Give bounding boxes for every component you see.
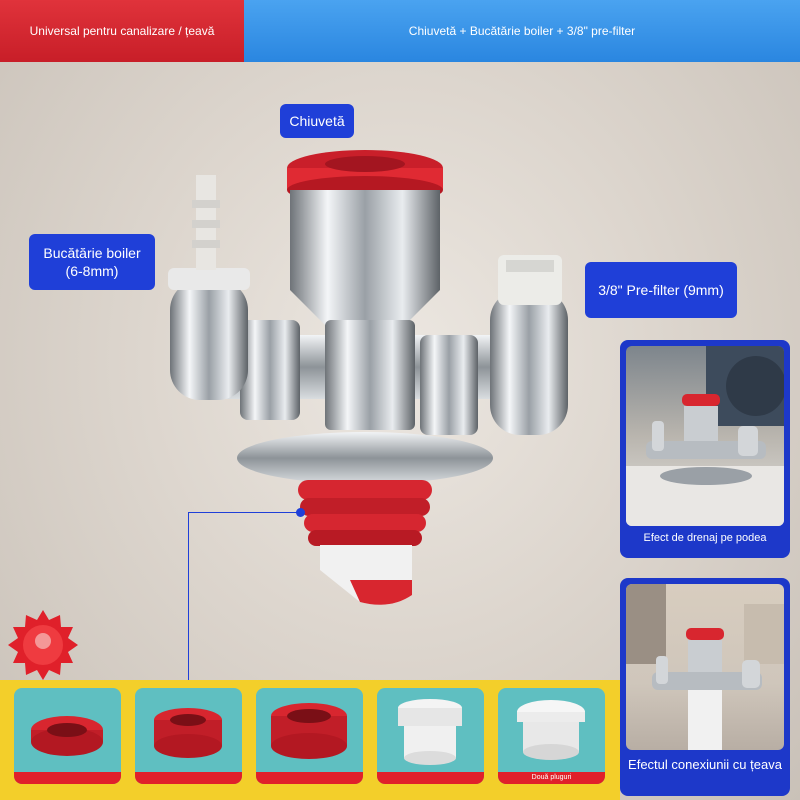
prefilter-callout-label: 3/8" Pre-filter (9mm): [598, 282, 724, 298]
pipe-connection-illustration: [626, 584, 784, 750]
compatibility-banner-label: Chiuvetă + Bucătărie boiler + 3/8" pre-f…: [408, 24, 636, 38]
sink-callout: Chiuvetă: [280, 104, 354, 138]
compatibility-banner: Chiuvetă + Bucătărie boiler + 3/8" pre-f…: [244, 0, 800, 62]
universal-tag-label: Universal pentru canalizare / țeavă: [29, 24, 215, 38]
accessory-tile-adapter: [377, 688, 484, 784]
floor-drain-card: Efect de drenaj pe podea: [620, 340, 790, 558]
boiler-callout: Bucătărie boiler (6-8mm): [29, 234, 155, 290]
accessory-tile-plugs: Două pluguri: [498, 688, 605, 784]
accessory-caption: [14, 772, 121, 784]
accessory-tile-large-gasket: [256, 688, 363, 784]
header-bar: Universal pentru canalizare / țeavă Chiu…: [0, 0, 800, 62]
gasket-leader-line-vertical: [188, 512, 189, 708]
accessory-caption: [135, 772, 242, 784]
medium-gasket-icon: [154, 708, 222, 758]
pipe-connection-photo: [626, 584, 784, 750]
prefilter-callout: 3/8" Pre-filter (9mm): [585, 262, 737, 318]
accessory-tile-medium-gasket: [135, 688, 242, 784]
gasket-leader-line: [188, 512, 300, 513]
valve-product-image: [168, 150, 568, 605]
universal-tag: Universal pentru canalizare / țeavă: [0, 0, 244, 62]
floor-drain-photo: [626, 346, 784, 526]
large-gasket-icon: [271, 703, 347, 759]
accessory-caption: [256, 772, 363, 784]
boiler-callout-label: Bucătărie boiler (6-8mm): [43, 245, 141, 279]
white-adapter-icon: [398, 699, 462, 765]
pipe-connection-caption: Efectul conexiunii cu țeava: [628, 757, 782, 772]
floor-drain-caption: Efect de drenaj pe podea: [643, 532, 767, 544]
thin-gasket-icon: [31, 716, 103, 756]
accessory-tile-thin-gasket: [14, 688, 121, 784]
floor-drain-illustration: [626, 346, 784, 526]
gasket-pointer-dot: [296, 508, 305, 517]
plugs-caption: Două pluguri: [498, 772, 605, 784]
accessory-caption: [377, 772, 484, 784]
seal-badge-icon: [8, 610, 78, 680]
plug-icon: [517, 700, 585, 760]
pipe-connection-card: Efectul conexiunii cu țeava: [620, 578, 790, 796]
sink-callout-label: Chiuvetă: [289, 113, 345, 129]
